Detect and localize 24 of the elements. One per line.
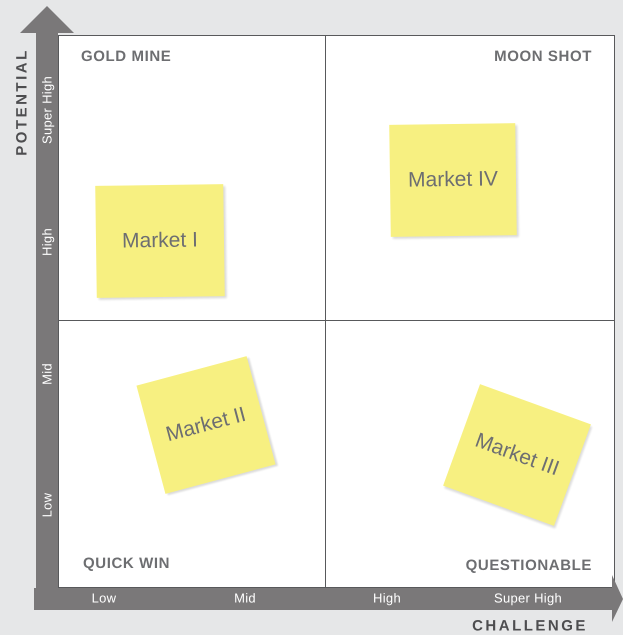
tick-label: Mid — [40, 363, 54, 385]
note-text: Market II — [163, 402, 249, 448]
axis-title: POTENTIAL — [14, 48, 30, 156]
sticky-note — [389, 123, 517, 237]
quadrant-title: QUICK WIN — [83, 555, 170, 572]
quadrant-panel — [58, 320, 326, 588]
quadrant-title: GOLD MINE — [81, 48, 172, 65]
quadrant-title: MOON SHOT — [494, 48, 592, 65]
quadrant-panel — [325, 35, 615, 321]
quadrant-panel — [58, 35, 326, 321]
tick-label: Low — [40, 492, 54, 518]
tick-label: High — [40, 228, 54, 256]
sticky-note — [95, 184, 225, 298]
note-text: Market IV — [408, 167, 498, 193]
quadrant-title: QUESTIONABLE — [466, 557, 592, 574]
note-text: Market III — [472, 428, 562, 482]
axis-title: CHALLENGE — [472, 618, 588, 634]
quadrant-panel — [325, 320, 615, 588]
tick-label: Super High — [40, 76, 54, 144]
tick-label: Super High — [494, 590, 562, 606]
tick-label: Mid — [234, 590, 256, 606]
note-text: Market I — [122, 228, 198, 254]
tick-label: High — [373, 590, 401, 606]
tick-label: Low — [92, 590, 116, 606]
